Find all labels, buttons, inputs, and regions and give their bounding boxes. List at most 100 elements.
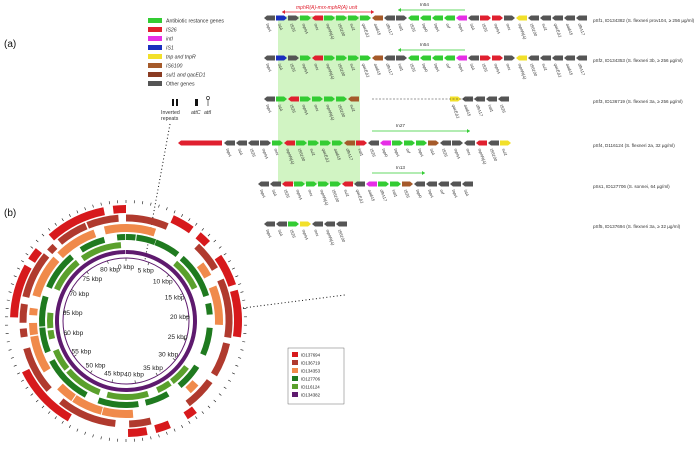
gene-arrow xyxy=(468,15,479,21)
ring-outer-tick xyxy=(100,202,102,206)
ring-segment xyxy=(136,234,157,246)
gene-label: mphA xyxy=(453,148,462,160)
gene-arrow xyxy=(540,55,551,61)
gene-label: mphA xyxy=(301,229,310,241)
ring-outer-tick xyxy=(223,386,227,389)
ring-segment xyxy=(22,368,72,422)
ring-segment xyxy=(54,259,80,291)
ring-legend-label-3: ID127706 xyxy=(301,377,321,382)
legend-label-antibiotic: Antibiotic restance genes xyxy=(166,19,224,25)
ring-tick xyxy=(64,334,68,336)
gene-arrow xyxy=(224,140,235,146)
ring-outer-tick xyxy=(242,341,246,343)
gene-label: mphA xyxy=(301,104,310,116)
gene-label: IS6100 xyxy=(489,148,498,163)
gene-label: tnpA xyxy=(457,23,465,33)
ring-outer-tick xyxy=(223,253,227,256)
legend-swatch-is26 xyxy=(148,27,162,32)
gene-arrow xyxy=(402,181,413,187)
ring-legend-label-4: ID116124 xyxy=(301,385,320,390)
ring-segment xyxy=(169,365,189,384)
row-label-psf5: pSf5, ID137694 (S. flexneri 3a, ≥ 32 µg/… xyxy=(593,224,681,229)
ring-segment xyxy=(127,427,148,437)
ring-outer-tick xyxy=(25,253,29,256)
ring-outer-tick xyxy=(238,357,242,359)
ring-outer-tick xyxy=(6,341,10,343)
legend-swatch-antibiotic xyxy=(148,18,162,23)
ring-segment xyxy=(19,328,28,338)
gene-label: IS26 xyxy=(499,104,507,114)
ring-kbp-label: 45 kbp xyxy=(104,371,124,378)
gene-label: mphR(A) xyxy=(325,63,336,81)
gene-arrow xyxy=(444,15,455,21)
ring-outer-tick xyxy=(218,393,222,396)
gene-arrow xyxy=(258,181,269,187)
gene-label: IS26 xyxy=(289,63,297,73)
ring-outer-tick xyxy=(166,431,168,435)
row-label-psf1: pSf1, ID134382 (S. flexneri prov104, ≥ 2… xyxy=(593,18,695,23)
gene-arrow xyxy=(348,55,359,61)
ring-outer-tick xyxy=(240,349,244,351)
gene-label: IS6100 xyxy=(337,229,346,244)
gene-label: IS26 xyxy=(441,148,449,158)
gene-arrow xyxy=(480,15,491,21)
gene-label: IS26 xyxy=(289,23,297,33)
gene-arrow xyxy=(276,55,287,61)
gene-label: IS26 xyxy=(283,189,291,199)
gene-label: tnpA xyxy=(417,148,425,158)
in54-arrow-2 xyxy=(398,48,401,52)
gene-label: istA xyxy=(469,63,476,71)
legend-swatch-is1 xyxy=(148,45,162,50)
gene-label: aadA5 xyxy=(333,148,342,162)
ring-segment xyxy=(101,407,134,418)
ring-tick xyxy=(73,354,77,357)
gene-label: IS26 xyxy=(481,63,489,73)
gene-label: aadA5 xyxy=(565,23,574,37)
ring-segment xyxy=(29,322,38,336)
ring-outer-tick xyxy=(92,434,94,438)
ring-segment xyxy=(170,215,194,234)
ring-kbp-label: 25 kbp xyxy=(168,334,188,341)
ring-outer-tick xyxy=(188,218,191,222)
gene-label: IS26 xyxy=(409,23,417,33)
ring-segment xyxy=(173,260,198,290)
panel-a-label: (a) xyxy=(4,39,16,50)
ring-segment xyxy=(125,234,136,241)
gene-arrow xyxy=(324,221,335,227)
ring-segment xyxy=(57,383,76,402)
gene-arrow xyxy=(516,55,527,61)
in27-label: In27 xyxy=(396,123,405,128)
ring-segment xyxy=(30,335,51,373)
ring-tick xyxy=(111,379,113,383)
ring-outer-tick xyxy=(84,207,86,211)
ring-segment xyxy=(29,307,38,316)
ring-segment xyxy=(154,420,171,433)
gene-arrow xyxy=(178,140,222,146)
inverted-repeats-label-2: repeats xyxy=(161,116,179,122)
gene-arrow xyxy=(450,181,461,187)
gene-label: qacEΔ1 xyxy=(361,23,371,39)
ring-segment xyxy=(49,358,88,398)
gene-label: mphR(A) xyxy=(325,23,336,41)
gene-label: mphR(A) xyxy=(325,104,336,122)
gene-arrow xyxy=(264,96,275,102)
gene-label: IS26 xyxy=(369,148,377,158)
gene-arrow xyxy=(380,140,391,146)
gene-label: sul1 xyxy=(541,23,548,32)
gene-label: mphR(A) xyxy=(517,63,528,81)
ring-legend-label-0: ID137694 xyxy=(301,353,321,358)
ring-legend-swatch-0 xyxy=(292,352,298,357)
legend-label-is1: IS1 xyxy=(166,46,174,52)
gene-label: istA xyxy=(237,148,244,156)
legend-label-is26: IS26 xyxy=(166,28,177,34)
ring-outer-tick xyxy=(231,267,235,270)
ring-outer-tick xyxy=(41,233,45,237)
ring-outer-tick xyxy=(240,291,244,293)
gene-legend: Antibiotic restance genes IS26 intI IS1 … xyxy=(148,18,224,122)
ring-legend-swatch-2 xyxy=(292,368,298,373)
in13-arrow xyxy=(422,171,425,175)
legend-label-is6100: IS6100 xyxy=(166,64,183,70)
ring-segment xyxy=(155,380,172,394)
ring-tick xyxy=(107,260,109,264)
